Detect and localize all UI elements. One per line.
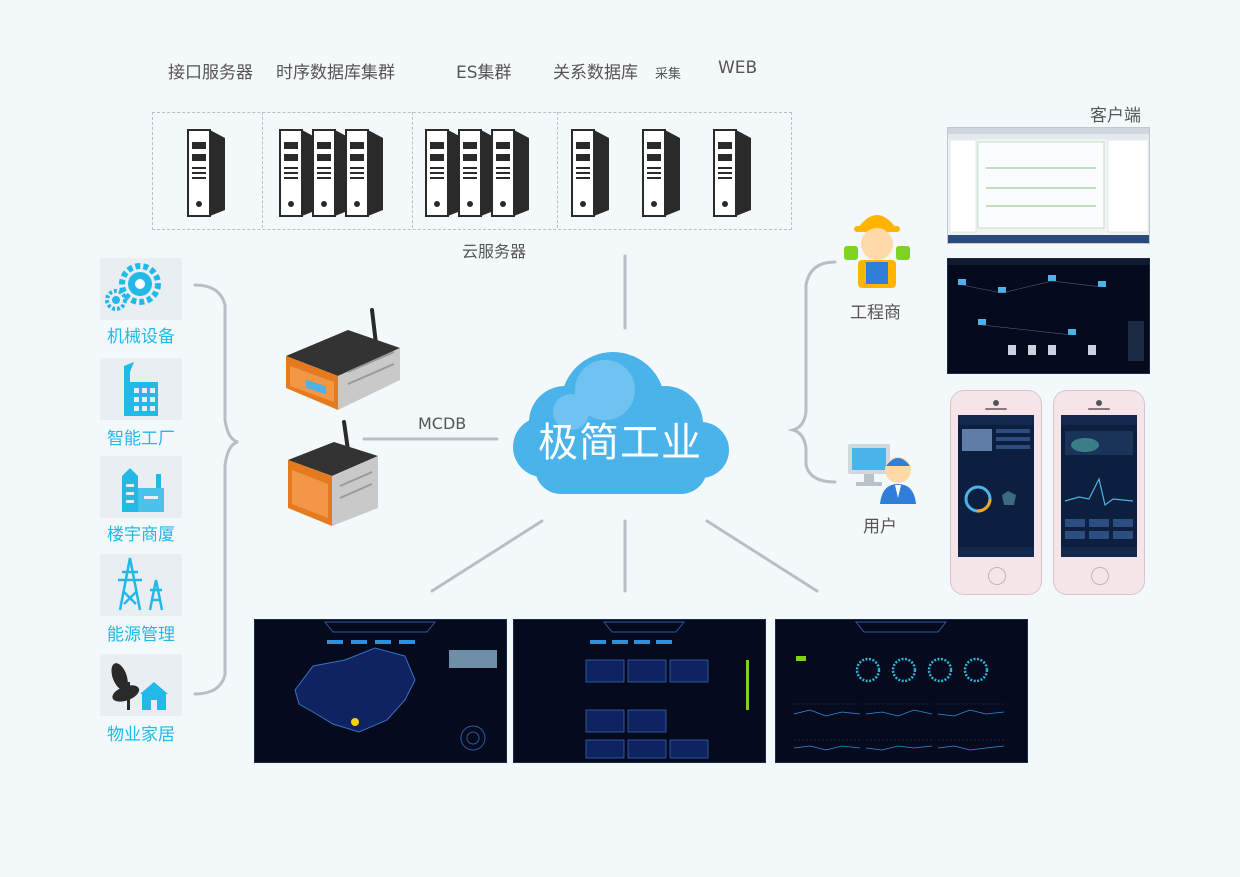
config-diagram-thumbnail xyxy=(948,128,1149,243)
category-tile-machinery xyxy=(100,258,182,320)
factory-icon xyxy=(124,362,158,416)
client-label: 客户端 xyxy=(1090,106,1141,126)
gateway-device-icon xyxy=(286,308,400,410)
engineer-icon xyxy=(844,215,910,288)
mobile-phone-2 xyxy=(1053,390,1145,595)
power-tower-icon xyxy=(118,557,164,611)
mobile-screen-chart xyxy=(1061,415,1137,557)
analysis-thumbnail xyxy=(793,621,1005,751)
cloud-servers-caption: 云服务器 xyxy=(462,242,527,261)
dashboard-analysis-screenshot xyxy=(775,619,1028,763)
device-list-thumbnail xyxy=(585,621,749,759)
building-icon xyxy=(122,468,164,512)
user-icon xyxy=(848,444,916,504)
dashboard-map-screenshot xyxy=(254,619,507,763)
server-divider xyxy=(412,112,413,228)
category-label: 物业家居 xyxy=(107,725,175,745)
category-label: 楼宇商厦 xyxy=(107,525,175,545)
desktop-config-screenshot xyxy=(947,127,1150,244)
category-label: 能源管理 xyxy=(107,625,175,645)
category-tile-building xyxy=(100,456,182,518)
core-cloud-title: 极简工业 xyxy=(538,420,702,466)
category-label: 智能工厂 xyxy=(107,429,175,449)
label-relational-db: 关系数据库 xyxy=(553,63,638,83)
cloud-icon xyxy=(513,352,729,494)
label-timeseries-cluster: 时序数据库集群 xyxy=(276,63,395,83)
dashboard-device-list-screenshot xyxy=(513,619,766,763)
mcdb-label: MCDB xyxy=(418,414,467,433)
category-tile-energy xyxy=(100,554,182,616)
server-divider xyxy=(557,112,558,228)
category-label: 机械设备 xyxy=(107,327,175,347)
label-web: WEB xyxy=(718,58,758,78)
label-es-cluster: ES集群 xyxy=(456,63,512,83)
mobile-phone-1 xyxy=(950,390,1042,595)
cloud-server-box xyxy=(152,112,792,230)
category-tile-property xyxy=(100,654,182,716)
gears-icon xyxy=(105,263,161,311)
role-engineer-label: 工程商 xyxy=(850,303,901,323)
role-user-label: 用户 xyxy=(863,517,897,537)
label-interface-server: 接口服务器 xyxy=(168,63,253,83)
label-collect: 采集 xyxy=(655,67,682,82)
wind-turbine-house-icon xyxy=(111,663,168,710)
map-dashboard-thumbnail xyxy=(294,621,497,751)
server-divider xyxy=(262,112,263,228)
desktop-scada-screenshot xyxy=(947,258,1150,374)
gateway-device-icon xyxy=(288,420,378,526)
scada-thumbnail xyxy=(948,259,1149,361)
category-tile-factory xyxy=(100,358,182,420)
mobile-screen-dashboard xyxy=(958,415,1034,557)
